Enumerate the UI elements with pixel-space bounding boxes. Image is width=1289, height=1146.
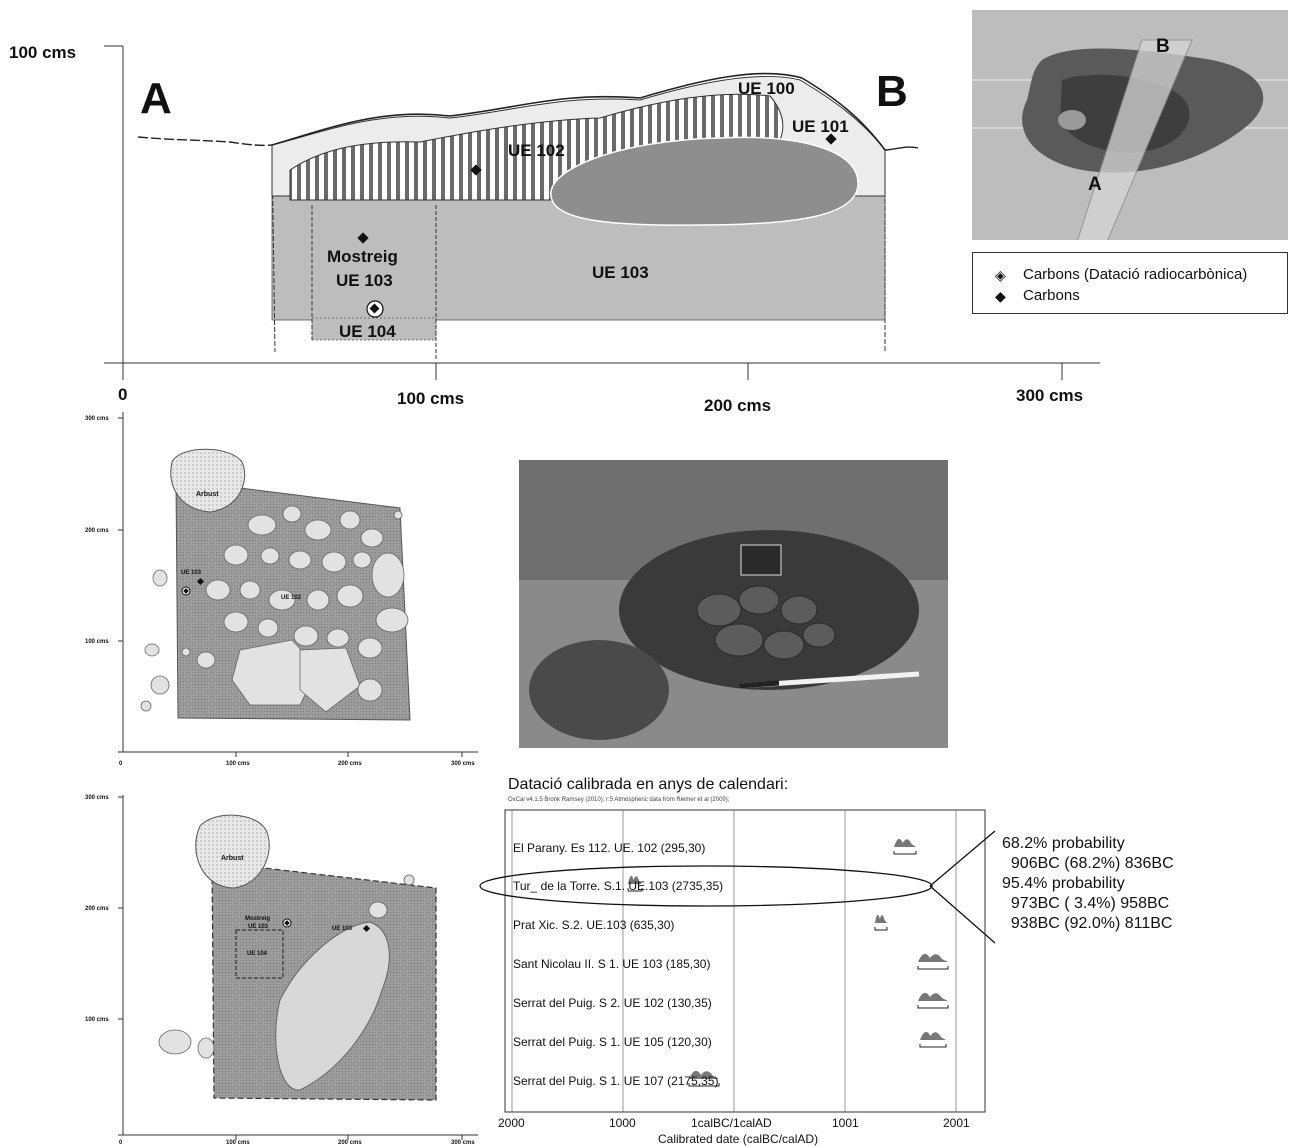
calibration-title: Datació calibrada en anys de calendari: <box>508 776 789 793</box>
plan-top-x-tick-100: 100 cms <box>226 761 250 767</box>
section-x-tick-300: 300 cms <box>1016 386 1083 405</box>
section-x-tick-0: 0 <box>118 385 127 404</box>
section-x-tick-100: 100 cms <box>397 389 464 408</box>
cal-sample-0: El Parany. Es 112. UE. 102 (295,30) <box>513 841 705 855</box>
distribution-range-bracket-2 <box>874 927 888 931</box>
cal-sample-2: Prat Xic. S.2. UE.103 (635,30) <box>513 918 674 932</box>
unit-label-ue104: UE 104 <box>339 322 396 341</box>
legend: ◈ Carbons (Datació radiocarbònica) ◆ Car… <box>972 252 1288 314</box>
distribution-range-bracket-6 <box>688 1083 720 1087</box>
legend-item-carbons: Carbons <box>1023 287 1080 304</box>
cal-sample-5: Serrat del Puig. S 1. UE 105 (120,30) <box>513 1035 712 1049</box>
calibration-distributions <box>627 838 949 1087</box>
unit-label-ue103: UE 103 <box>592 263 649 282</box>
plan-bottom-x-tick-0: 0 <box>119 1140 123 1146</box>
plan-bottom-mostreig-line2: UE 103 <box>248 924 269 930</box>
cal-sample-1: Tur_ de la Torre. S.1. UE.103 (2735,35) <box>513 879 723 893</box>
cal-x-tick-1001: 1001 <box>832 1116 859 1130</box>
unit-label-ue101: UE 101 <box>792 117 849 136</box>
distribution-range-bracket-5 <box>919 1044 947 1048</box>
distribution-peak-0 <box>894 838 916 847</box>
plan-bottom-x-tick-200: 200 cms <box>338 1140 362 1146</box>
mostreig-label-line1: Mostreig <box>327 247 398 266</box>
section-scale-label: 100 cms <box>9 43 76 62</box>
unit-label-ue102: UE 102 <box>508 141 565 160</box>
distribution-range-bracket-0 <box>893 851 917 855</box>
plan-top-arbust-label: Arbust <box>196 491 219 498</box>
cal-x-tick-2001: 2001 <box>943 1116 970 1130</box>
distribution-peak-6 <box>689 1070 719 1079</box>
distribution-peak-2 <box>875 914 887 923</box>
point-a-label: A <box>140 74 172 123</box>
point-b-label: B <box>876 67 908 116</box>
plan-bottom <box>118 795 478 1140</box>
distribution-range-bracket-1 <box>627 888 643 892</box>
plan-top-ue103-label: UE 103 <box>181 570 202 576</box>
model-3d-label-b: B <box>1156 36 1170 57</box>
unit-label-ue100: UE 100 <box>738 79 795 98</box>
plan-bottom-y-tick-200: 200 cms <box>85 906 109 912</box>
plan-top-x-tick-0: 0 <box>119 761 123 767</box>
plan-top-x-tick-200: 200 cms <box>338 761 362 767</box>
cal-sample-4: Serrat del Puig. S 2. UE 102 (130,35) <box>513 996 712 1010</box>
legend-item-radiocarbon: Carbons (Datació radiocarbònica) <box>1023 266 1248 283</box>
distribution-peak-1 <box>628 875 642 884</box>
oxcal-note: OxCal v4.1.5 Bronk Ramsey (2010); r:5 At… <box>508 797 730 803</box>
plan-bottom-arbust-label: Arbust <box>221 855 244 862</box>
plan-bottom-y-tick-300: 300 cms <box>85 795 109 801</box>
distribution-range-bracket-4 <box>917 1005 949 1009</box>
calibration-chart <box>479 809 996 1113</box>
plan-bottom-mostreig-line1: Mostreig <box>245 916 270 922</box>
distribution-range-bracket-3 <box>917 966 949 970</box>
plan-top-x-tick-300: 300 cms <box>451 761 475 767</box>
mostreig-label-line2: UE 103 <box>336 271 393 290</box>
distribution-peak-4 <box>918 992 948 1001</box>
model-3d-view: B A <box>972 10 1288 240</box>
cal-sample-6: Serrat del Puig. S 1. UE 107 (2175,35) <box>513 1074 718 1088</box>
plan-top <box>118 412 478 757</box>
plan-bottom-ue103-label: UE 103 <box>332 926 353 932</box>
cal-sample-3: Sant Nicolau II. S 1. UE 103 (185,30) <box>513 957 710 971</box>
cal-x-tick-2000: 2000 <box>498 1116 525 1130</box>
carbon-marker-icon: ◆ <box>995 288 1006 304</box>
excavation-photo <box>519 460 948 748</box>
cal-x-tick-1calbc: 1calBC/1calAD <box>691 1116 772 1130</box>
section-x-tick-200: 200 cms <box>704 396 771 415</box>
plan-top-y-tick-200: 200 cms <box>85 528 109 534</box>
plan-bottom-y-tick-100: 100 cms <box>85 1017 109 1023</box>
plan-top-y-tick-300: 300 cms <box>85 416 109 422</box>
plan-top-ue102-label: UE 102 <box>281 595 302 601</box>
distribution-peak-3 <box>918 953 948 962</box>
section-profile <box>104 45 1100 380</box>
plan-bottom-x-tick-100: 100 cms <box>226 1140 250 1146</box>
distribution-peak-5 <box>920 1031 946 1040</box>
model-3d-label-a: A <box>1088 174 1102 195</box>
probability-ranges: 68.2% probability 906BC (68.2%) 836BC 95… <box>1002 835 1174 932</box>
radiocarbon-marker-icon: ◈ <box>995 267 1006 283</box>
cal-x-axis-label: Calibrated date (calBC/calAD) <box>658 1132 818 1146</box>
plan-bottom-x-tick-300: 300 cms <box>451 1140 475 1146</box>
plan-top-y-tick-100: 100 cms <box>85 639 109 645</box>
cal-x-tick-1000: 1000 <box>609 1116 636 1130</box>
model-3d-graphic: B A <box>972 10 1288 240</box>
plan-bottom-ue104-label: UE 104 <box>247 951 268 957</box>
excavation-photo-graphic <box>519 460 948 748</box>
